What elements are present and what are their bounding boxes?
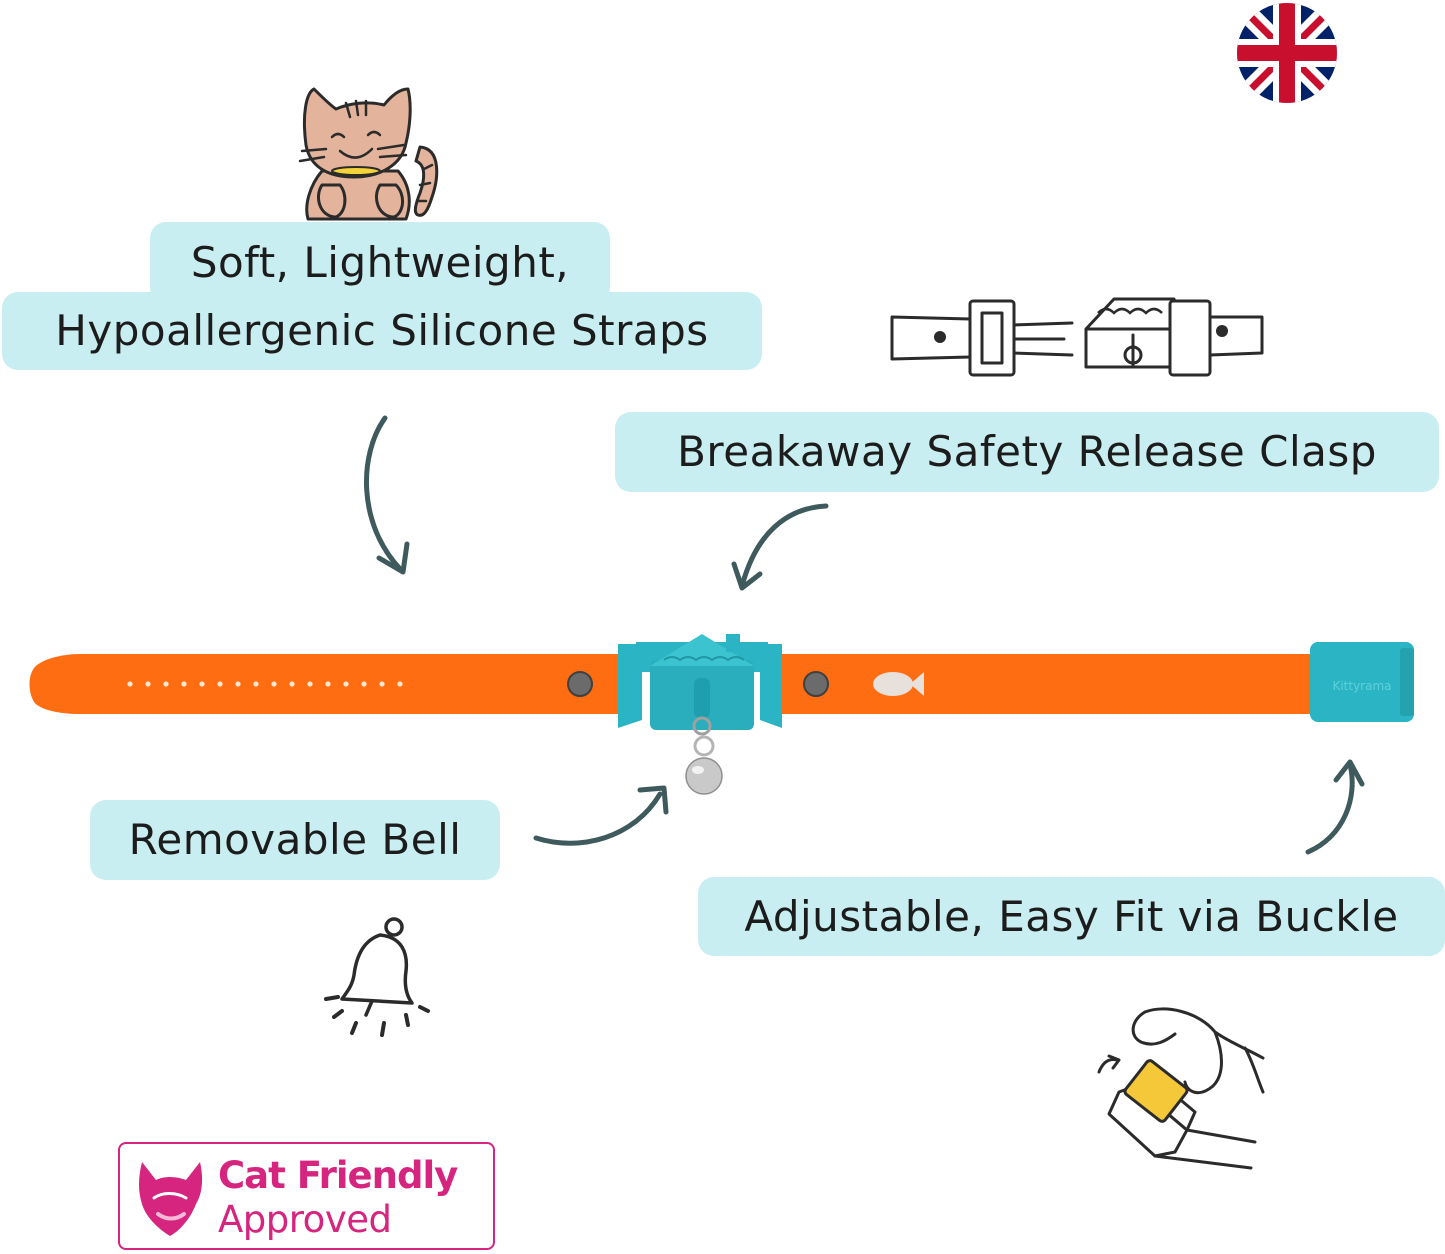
strap-right xyxy=(760,654,1320,714)
hand-buckle-icon xyxy=(1097,1007,1265,1170)
straps-label-line2: Hypoallergenic Silicone Straps xyxy=(55,306,709,355)
straps-label-top: Soft, Lightweight, xyxy=(150,222,610,304)
cat-illustration-icon xyxy=(298,87,439,221)
clasp-buckle xyxy=(618,634,782,730)
uk-flag-icon xyxy=(1237,3,1337,103)
badge-subtitle: Approved xyxy=(218,1198,392,1241)
adjustment-holes xyxy=(127,681,403,687)
clasp-label: Breakaway Safety Release Clasp xyxy=(615,412,1439,492)
arrow-to-clasp-icon xyxy=(731,503,829,591)
straps-label-bottom: Hypoallergenic Silicone Straps xyxy=(2,292,762,370)
buckle-label: Adjustable, Easy Fit via Buckle xyxy=(698,877,1445,956)
arrow-to-bell-icon xyxy=(533,785,669,846)
bell-label: Removable Bell xyxy=(90,800,500,880)
bell-charm xyxy=(685,716,723,795)
collar-product: Kittyrama xyxy=(29,634,1414,795)
clasp-illustration-icon xyxy=(890,297,1264,377)
buckle-label-text: Adjustable, Easy Fit via Buckle xyxy=(744,891,1399,941)
cat-friendly-logo-icon xyxy=(139,1162,203,1236)
rivet-right xyxy=(803,671,829,697)
arrow-to-buckle-icon xyxy=(1305,759,1365,855)
strap-left xyxy=(29,654,640,714)
straps-label-line1: Soft, Lightweight, xyxy=(190,238,570,287)
collar-brand-text: Kittyrama xyxy=(1332,679,1391,693)
adjust-buckle xyxy=(1310,642,1414,722)
bell-label-text: Removable Bell xyxy=(128,815,462,864)
rivet-left xyxy=(567,671,593,697)
fish-charm xyxy=(873,672,924,696)
badge-title: Cat Friendly xyxy=(218,1154,458,1197)
cat-friendly-badge: Cat Friendly Approved xyxy=(118,1142,495,1250)
arrow-to-strap-icon xyxy=(364,415,410,575)
bell-icon xyxy=(324,917,430,1037)
clasp-label-text: Breakaway Safety Release Clasp xyxy=(677,427,1377,476)
